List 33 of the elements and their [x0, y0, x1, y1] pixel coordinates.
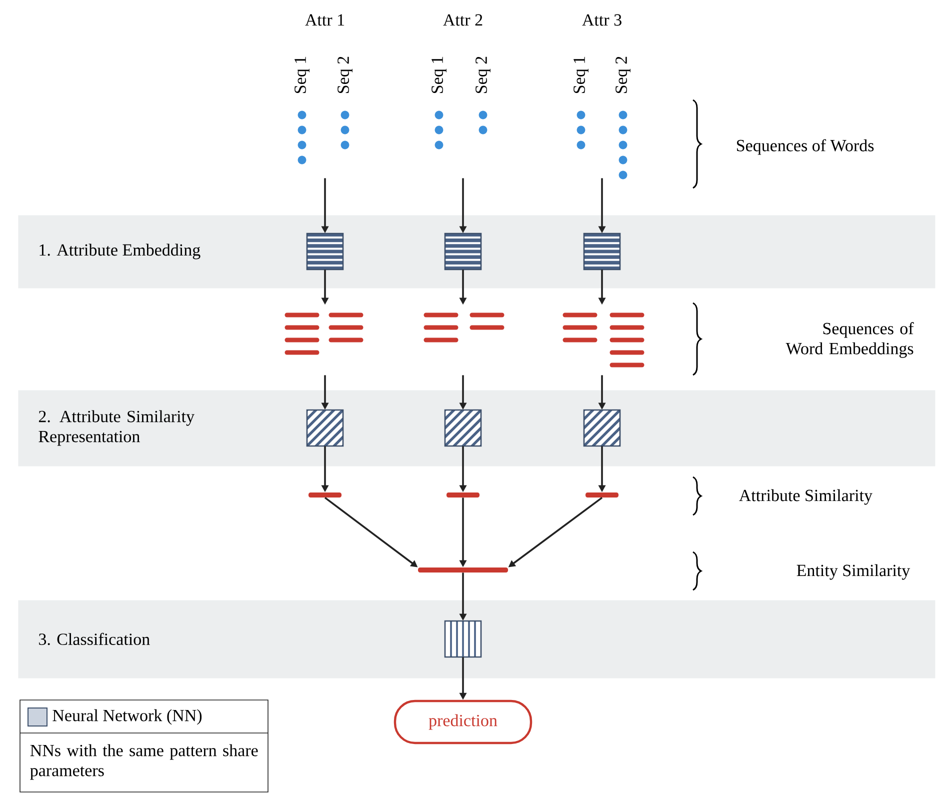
stage-band: 2. Attribute Similarity Representation: [18, 390, 936, 466]
prediction-box: prediction: [394, 700, 532, 744]
note-text: NNs with the same pattern share parameters: [30, 744, 258, 780]
sequence-label: Seq 1: [574, 56, 588, 93]
legend-label: Neural Network (NN): [52, 709, 202, 725]
similarity-bar: [308, 492, 342, 498]
brace-label: Sequences of Word Embeddings: [786, 322, 914, 358]
brace-label: Sequences of Words: [737, 139, 874, 155]
brace-label: Attribute Similarity: [739, 489, 872, 505]
stage-band: 3. Classification: [18, 600, 936, 678]
embedding-bars: [562, 312, 644, 368]
embedding-bars: [284, 312, 364, 355]
similarity-bar: [418, 568, 508, 572]
sequence-label: Seq 1: [294, 56, 310, 93]
neural-network-box: [583, 409, 621, 447]
neural-network-box: [444, 620, 482, 658]
sequence-label: Seq 2: [338, 56, 352, 93]
stage-band: 1. Attribute Embedding: [18, 215, 936, 288]
neural-network-box: [306, 409, 344, 447]
sequence-label: Seq 2: [476, 56, 490, 93]
sequence-label: Seq 1: [432, 56, 446, 93]
neural-network-box: [583, 232, 621, 270]
sequence-label: Seq 2: [616, 56, 630, 93]
similarity-bar: [446, 492, 480, 498]
column-header: Attr 3: [582, 14, 622, 26]
column-header: Attr 1: [305, 14, 344, 26]
neural-network-box: [306, 232, 344, 270]
brace-label: Entity Similarity: [796, 564, 910, 580]
neural-network-box: [444, 232, 482, 270]
embedding-bars: [424, 312, 504, 342]
similarity-bar: [586, 492, 618, 498]
neural-network-box: [444, 409, 482, 447]
column-header: Attr 2: [443, 14, 482, 26]
